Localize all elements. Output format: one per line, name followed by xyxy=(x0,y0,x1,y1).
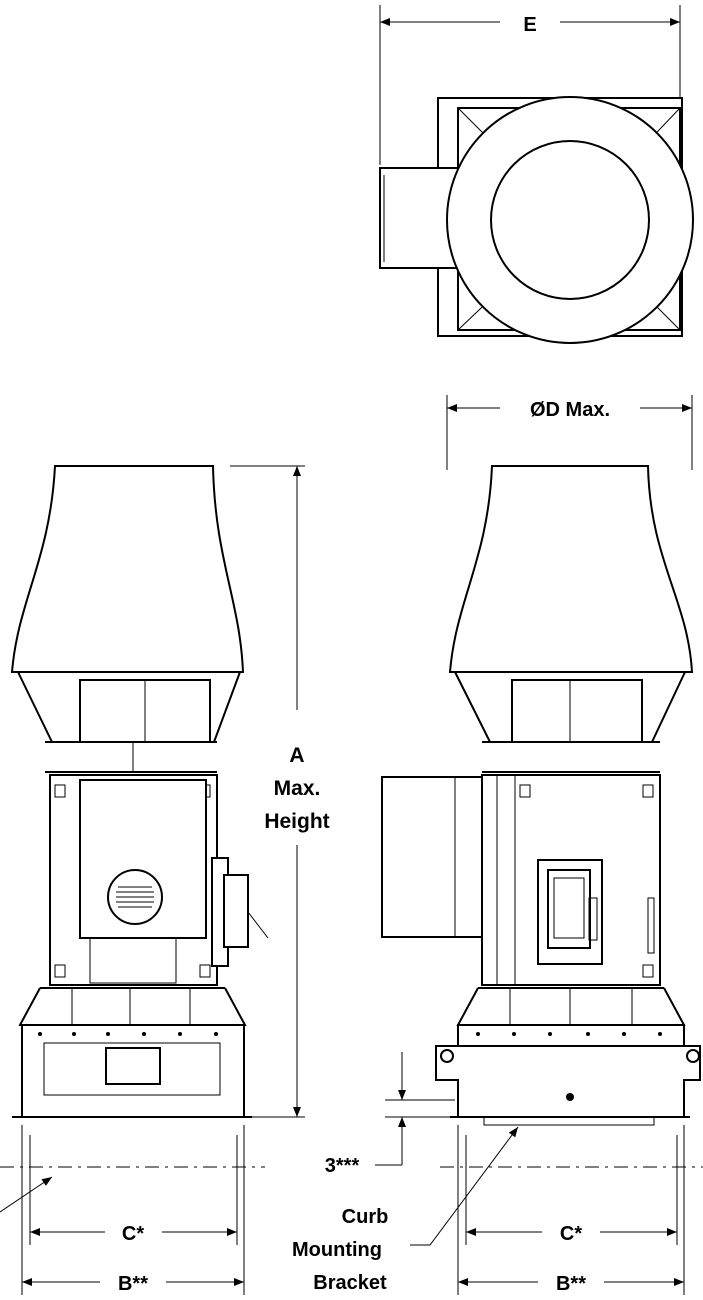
motor-enclosure-side xyxy=(381,776,483,938)
curb-label-2: Mounting xyxy=(292,1239,382,1261)
curb-mounting-bracket xyxy=(435,1045,701,1118)
dim-e-label: E xyxy=(523,14,536,36)
bracket-hole-right xyxy=(686,1049,700,1063)
bolt-dots-side xyxy=(476,1032,662,1036)
hood-transition xyxy=(17,671,241,743)
housing-tab xyxy=(519,784,531,798)
conduit xyxy=(247,911,269,939)
dim-b-left-label: B** xyxy=(118,1273,148,1295)
dim-3-label: 3*** xyxy=(325,1155,360,1177)
access-handle xyxy=(105,1047,161,1085)
base-transition xyxy=(18,987,247,1026)
motor-mount xyxy=(89,937,177,984)
dim-b-right-label: B** xyxy=(556,1273,586,1295)
housing-tab xyxy=(642,964,654,978)
windband-core-side xyxy=(511,679,643,743)
dim-c-right-label: C* xyxy=(560,1223,582,1245)
dim-a-label-2: Max. xyxy=(274,777,321,800)
bracket-foot xyxy=(483,1116,655,1126)
disconnect-switch xyxy=(223,874,249,948)
curb-label-3: Bracket xyxy=(313,1272,387,1294)
curb-label-1: Curb xyxy=(342,1206,389,1228)
door-frame xyxy=(547,869,591,949)
curb-bracket-leader xyxy=(410,1126,519,1246)
hood-inner-ring xyxy=(490,140,650,300)
base-transition-side xyxy=(456,987,686,1026)
fan-housing-side xyxy=(481,774,661,986)
door-window xyxy=(553,877,585,939)
discharge-hood xyxy=(10,465,245,673)
bolt-dots xyxy=(38,1032,218,1036)
housing-tab xyxy=(54,784,66,798)
housing-tab xyxy=(642,784,654,798)
dim-od-label: ØD Max. xyxy=(530,399,610,421)
side-elevation: ØD Max. xyxy=(292,395,703,1295)
bracket-center-bolt xyxy=(566,1093,574,1101)
dim-a-label-1: A xyxy=(289,744,304,767)
left-leader xyxy=(0,1176,53,1213)
access-panel xyxy=(43,1042,221,1096)
discharge-hood-side xyxy=(448,465,694,673)
bracket-hole-left xyxy=(440,1049,454,1063)
vent-slots xyxy=(116,886,154,908)
side-strip xyxy=(647,897,655,954)
door-hinge xyxy=(588,897,598,941)
access-door xyxy=(537,859,603,965)
housing-tab xyxy=(199,964,211,978)
dim-a-label-3: Height xyxy=(264,810,329,833)
top-view: E xyxy=(379,5,694,344)
motor-housing xyxy=(79,779,207,939)
housing-tab xyxy=(54,964,66,978)
front-elevation: A Max. Height C* B** xyxy=(0,465,330,1295)
dim-c-left-label: C* xyxy=(122,1223,144,1245)
